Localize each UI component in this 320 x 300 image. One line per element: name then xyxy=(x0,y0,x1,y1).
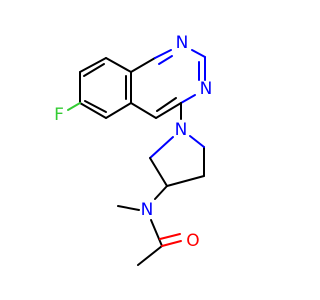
bond-benzene-3 xyxy=(79,102,107,119)
bond-pyrrolidine-1 xyxy=(149,136,174,159)
bond-carbonyl-oxygen-2 xyxy=(159,233,181,240)
bond-pyrimidine-inner-1 xyxy=(158,55,173,65)
bond-layer xyxy=(67,49,206,266)
quinazoline-n1-label: N xyxy=(176,33,189,53)
bond-pyrimidine-1 xyxy=(130,57,156,73)
atom-label-layer: F N N N N O xyxy=(54,33,212,251)
bond-benzene-inner-2 xyxy=(84,100,107,113)
bond-pyrimidine-7 xyxy=(130,102,157,119)
amide-n-label: N xyxy=(141,200,154,220)
bond-pyrimidine-3 xyxy=(191,49,206,58)
bond-pyrrolidine-2 xyxy=(149,157,168,187)
bond-carbonyl-oxygen-1 xyxy=(161,240,182,247)
bond-pyrrolidine-3 xyxy=(166,175,205,187)
quinazoline-n3-label: N xyxy=(200,79,213,99)
bond-n-carbonyl xyxy=(150,219,163,247)
bond-benzene-4 xyxy=(105,102,132,119)
bond-pyrimidine-5 xyxy=(180,94,196,104)
pyrrolidine-n-label: N xyxy=(175,120,188,140)
bond-benzene-1 xyxy=(79,57,107,73)
bond-carbon-fluorine xyxy=(67,102,81,111)
fluorine-label: F xyxy=(54,105,64,125)
bond-benzene-inner-1 xyxy=(83,63,105,77)
bond-carbonyl-methyl xyxy=(137,245,163,266)
bond-pyrimidine-inner-3 xyxy=(156,97,177,112)
molecule-structure: F N N N N O xyxy=(54,33,212,266)
molecule-canvas: F N N N N O xyxy=(54,33,213,266)
carbonyl-o-label: O xyxy=(186,231,199,251)
bond-pyrimidine-6 xyxy=(155,102,182,119)
bond-pyrimidine-2 xyxy=(154,49,172,59)
bond-n-methyl xyxy=(117,205,140,211)
bond-ring-amide-n xyxy=(154,185,168,200)
bond-pyrrolidine-5 xyxy=(189,135,205,148)
bond-benzene-6 xyxy=(105,57,132,73)
